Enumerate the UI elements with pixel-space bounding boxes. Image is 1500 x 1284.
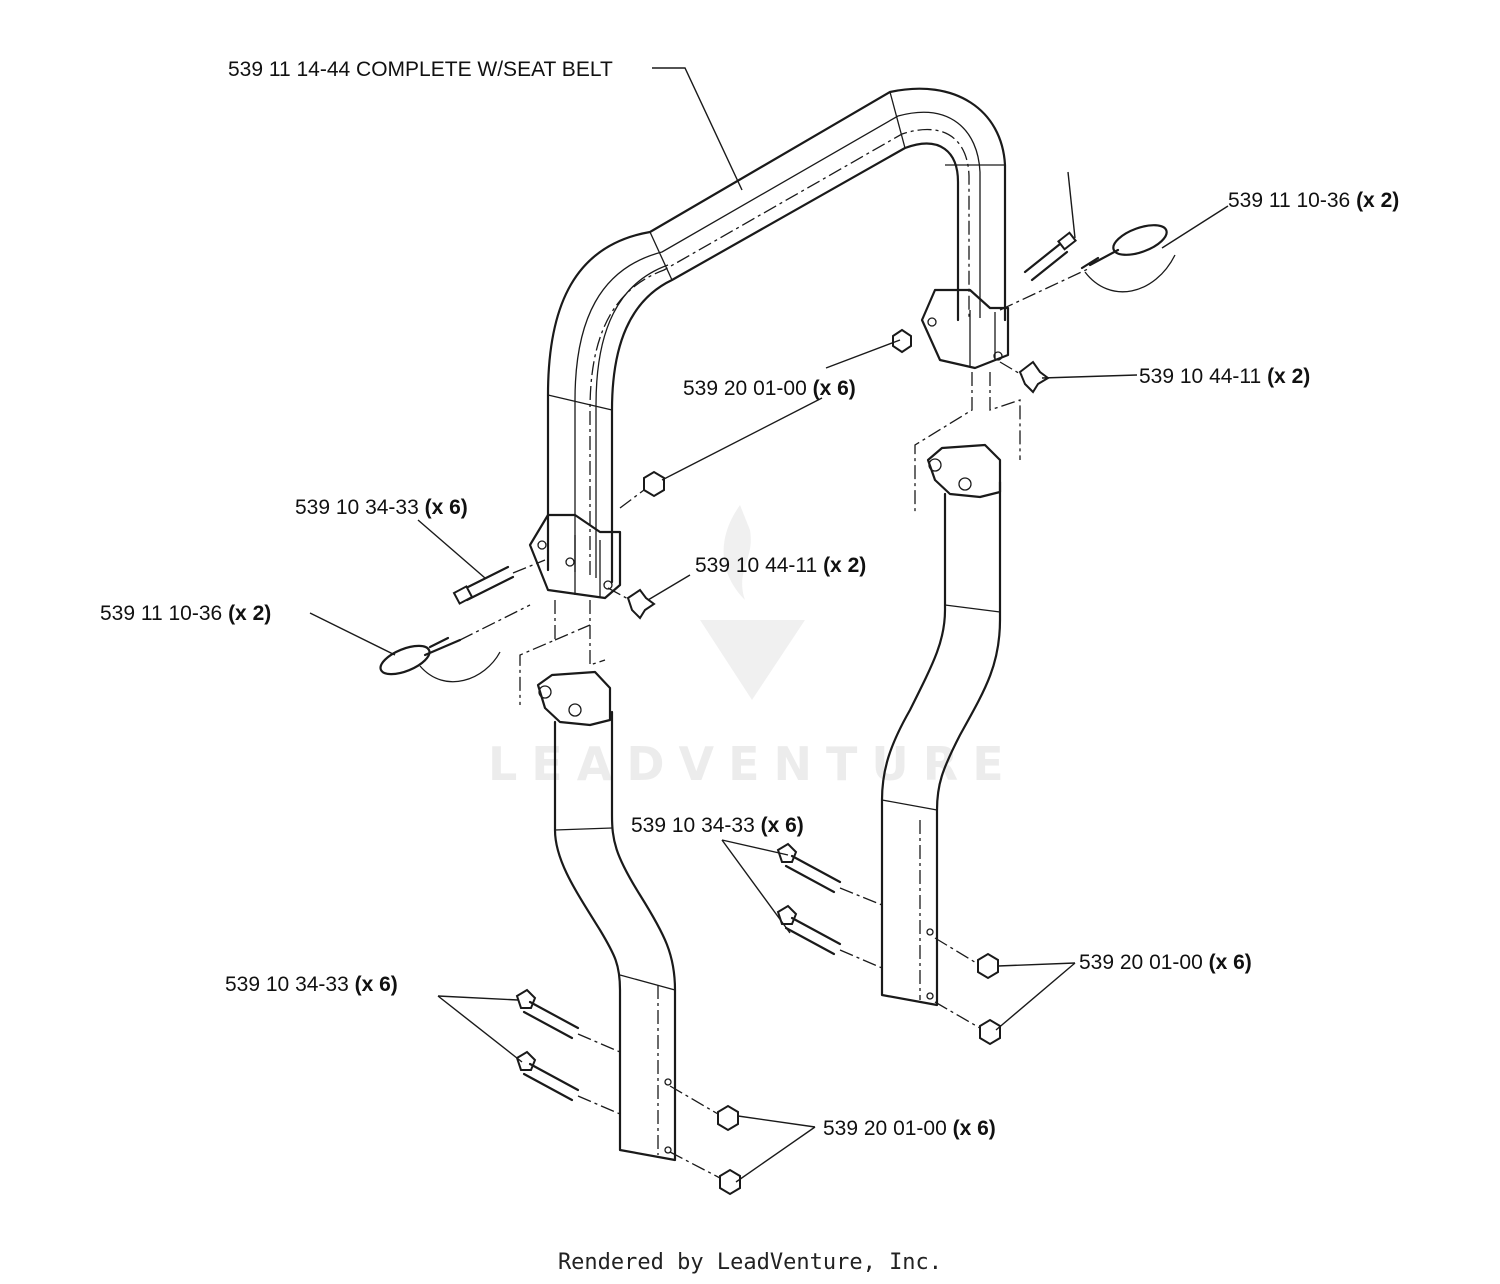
callout-complete-assembly: 539 11 14-44 COMPLETE W/SEAT BELT [228,58,613,81]
nut-icon [719,1168,741,1196]
callout-nut-upper: 539 20 01-00 (x 6) [683,377,856,400]
nut-icon [892,328,912,354]
nut-icon [979,1018,1001,1046]
callout-lynch-pin-left: 539 11 10-36 (x 2) [100,602,271,625]
nut-icon [643,470,665,498]
lower-left-upright [536,670,677,1162]
callout-bolt-upper-left: 539 10 34-33 (x 6) [295,496,468,519]
callout-labels: 539 11 14-44 COMPLETE W/SEAT BELT 539 11… [100,58,1399,1140]
nut-icon [977,952,999,980]
footer-credit: Rendered by LeadVenture, Inc. [557,1250,943,1275]
hardware [379,224,1176,1196]
nut-icon [717,1104,739,1132]
knob-icon [1018,360,1050,394]
callout-lynch-pin-right: 539 11 10-36 (x 2) [1228,189,1399,212]
leadventure-watermark: LEADVENTURE [488,505,1018,791]
callout-knob-left: 539 10 44-11 (x 2) [695,554,866,577]
leader-lines [309,67,1229,1183]
watermark-text: LEADVENTURE [488,737,1018,791]
callout-nut-lower-left: 539 20 01-00 (x 6) [823,1117,996,1140]
upper-right-bracket [920,288,1010,370]
rops-upper-hoop [546,87,1007,584]
callout-knob-right: 539 10 44-11 (x 2) [1139,365,1310,388]
lower-right-upright [880,443,1002,1007]
callout-bolt-lower-right: 539 10 34-33 (x 6) [631,814,804,837]
callout-bolt-lower-left: 539 10 34-33 (x 6) [225,973,398,996]
alignment-lines [519,372,1021,705]
knob-icon [626,588,656,620]
upper-left-bracket [528,513,622,600]
callout-nut-lower-right: 539 20 01-00 (x 6) [1079,951,1252,974]
